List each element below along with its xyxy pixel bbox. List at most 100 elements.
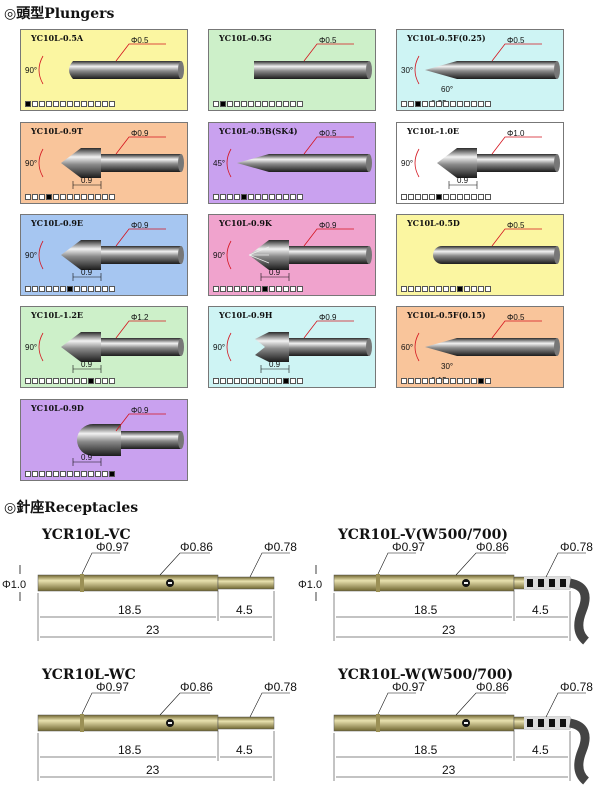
diameter-label: Φ0.5 [507,313,525,322]
option-checkbox [422,101,428,107]
plunger-tip [61,332,81,362]
option-checkbox [255,378,261,384]
option-checkbox [67,101,73,107]
option-checkbox-strip [401,194,491,200]
option-checkbox [46,471,52,477]
option-checkbox [60,101,66,107]
option-checkbox [401,101,407,107]
plunger-shaft [269,338,369,356]
extension-lines [37,731,275,781]
option-checkbox [46,101,52,107]
plunger-tip [69,61,81,79]
diameter-leader [303,43,354,62]
outer-diameter-label: Φ0.97 [96,680,129,694]
angle-label: 90° [25,159,37,168]
option-checkbox [297,286,303,292]
total-length-label: 23 [146,763,160,777]
dimension-lines [336,756,568,778]
option-checkbox [227,101,233,107]
option-checkbox [450,378,456,384]
option-checkbox [471,101,477,107]
shaft-end [366,61,372,79]
option-checkbox [109,471,115,477]
plunger-head [457,148,477,178]
angle-label: 90° [213,343,225,352]
plunger-card: YC10L-0.5F(0.25)Φ0.530°60°0.25 [396,29,564,111]
option-checkbox [422,194,428,200]
option-checkbox [464,286,470,292]
shaft-end [366,338,372,356]
option-checkbox [32,194,38,200]
mid-dia-leader [159,552,210,576]
plunger-tip [437,148,457,178]
tip-diameter-label: Φ0.78 [560,540,593,554]
option-checkbox [408,378,414,384]
option-checkbox [429,378,435,384]
option-checkbox [443,194,449,200]
angle-label: 90° [25,251,37,260]
option-checkbox [234,194,240,200]
outer-dia-leader [377,552,416,575]
angle-arc [38,148,44,178]
option-checkbox [53,101,59,107]
option-checkbox [74,378,80,384]
wire-band [538,719,544,727]
receptacles-section-title: ◎針座Receptacles [4,500,139,516]
plunger-head [81,240,101,270]
option-checkbox [478,378,484,384]
plunger-shaft [269,61,369,79]
option-checkbox [283,286,289,292]
option-checkbox [262,101,268,107]
option-checkbox [227,194,233,200]
option-checkbox-strip [25,471,115,477]
option-checkbox [485,286,491,292]
option-checkbox [429,101,435,107]
option-checkbox [67,378,73,384]
dimension-lines [40,616,272,638]
option-checkbox [429,194,435,200]
option-checkbox [415,194,421,200]
plunger-drawing: Φ0.5 [254,36,372,79]
option-checkbox [88,101,94,107]
plunger-tip [425,338,457,356]
option-checkbox [248,378,254,384]
option-checkbox [227,378,233,384]
option-checkbox [290,378,296,384]
option-checkbox [213,101,219,107]
receptacle-barrel [37,714,219,732]
plunger-head [81,332,101,362]
tail-length-label: 4.5 [236,743,253,757]
extension-lines [333,731,571,781]
plunger-shaft [81,246,181,264]
total-length-label: 23 [442,763,456,777]
option-checkbox [436,194,442,200]
plunger-tip [255,332,269,362]
option-checkbox [436,101,442,107]
option-checkbox [248,286,254,292]
plunger-drawing: Φ0.590° [25,36,184,85]
option-checkbox [248,101,254,107]
diameter-leader [115,228,166,247]
wire-band [538,579,544,587]
angle-arc [226,148,232,178]
lead-wire [568,718,590,785]
plunger-drawing: Φ0.990°0.9 [25,129,184,189]
diameter-label: Φ0.5 [319,36,337,45]
diameter-leader [115,413,166,432]
angle-arc [38,240,44,270]
option-checkbox [401,194,407,200]
option-checkbox [213,378,219,384]
outer-diameter-label: Φ0.97 [96,540,129,554]
option-checkbox [74,286,80,292]
plunger-drawing: Φ1.290°0.9 [25,313,184,373]
option-checkbox [88,286,94,292]
plunger-tip [61,240,81,270]
shaft-end [178,431,184,449]
